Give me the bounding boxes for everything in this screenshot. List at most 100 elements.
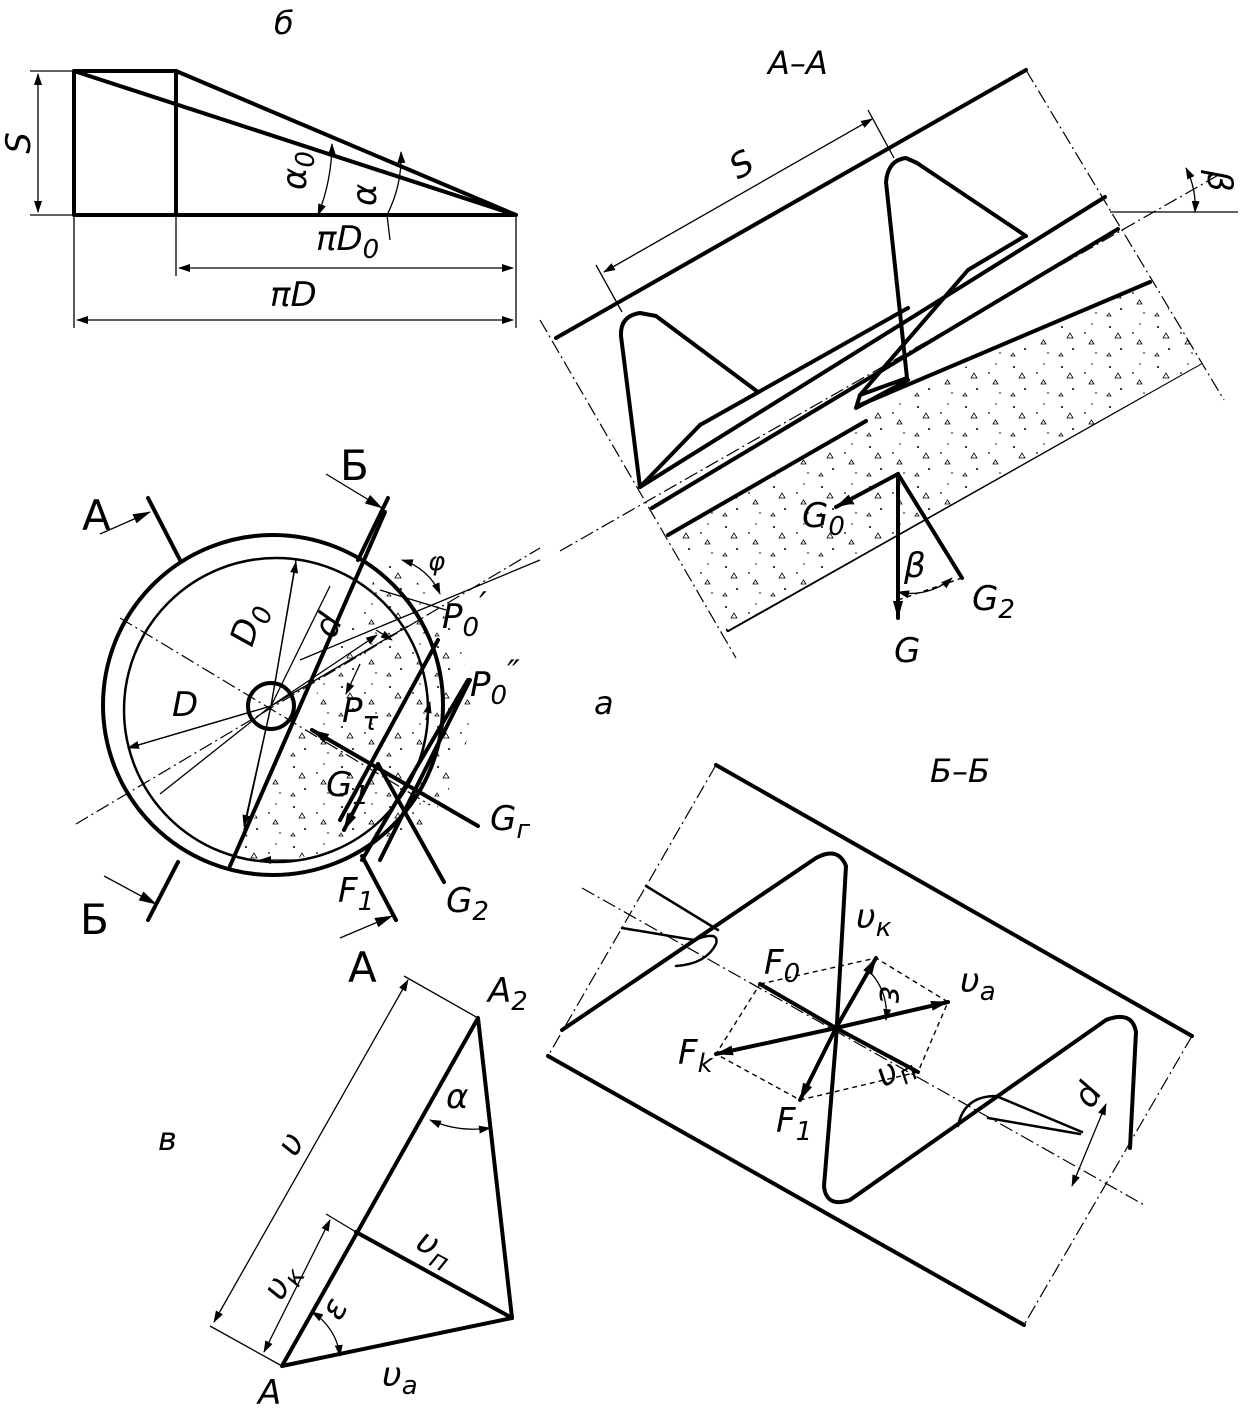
section-a-a: А–А S β — [539, 44, 1239, 671]
aa-beta-small-label: β — [903, 546, 926, 586]
bb-shaft-upper — [644, 884, 720, 932]
figure-v-velocity-triangle: в υ υк υп υa α ε A2 A — [158, 971, 528, 1413]
d0-lower-arrow — [242, 705, 272, 827]
figure-v-label: в — [158, 1120, 177, 1158]
fk-label: Fk — [678, 1033, 714, 1079]
aa-beta-small-arc — [897, 577, 953, 599]
beta-arc — [1185, 167, 1200, 213]
material-flow-arrow-2 — [423, 701, 432, 721]
material-flow-arrow-1 — [375, 629, 393, 641]
g1-label: G1 — [326, 765, 369, 811]
bb-boundary-left — [547, 764, 717, 1057]
v-label: υ — [269, 1126, 314, 1162]
s-dimension-label: S — [0, 132, 39, 154]
material-boundary-lower — [666, 419, 868, 537]
figure-b-helix-development: б S α0 α πD0 πD — [0, 4, 518, 328]
section-b-b-title: Б–Б — [930, 752, 990, 790]
eps-label-bb: ε — [871, 986, 911, 1004]
chord-line-3 — [360, 678, 470, 862]
aa-s-ext-left — [595, 264, 623, 313]
alpha0-label: α0 — [275, 151, 321, 190]
g2-vector-a — [376, 762, 446, 884]
alpha-arc-v — [429, 1119, 491, 1134]
vn-vector — [834, 1026, 920, 1074]
g-label: G — [894, 631, 920, 671]
f0-label: F0 — [764, 943, 800, 989]
bb-boundary-right — [1023, 1035, 1193, 1326]
aa-s-dimension-line — [603, 118, 873, 273]
cut-a-top-arrow — [99, 511, 151, 535]
p0pp-line — [378, 678, 472, 862]
section-b-b: Б–Б d υк υa υп ε F0 Fk F1 — [546, 752, 1194, 1327]
d-small-label: d — [306, 607, 351, 643]
p0pp-label: P0″ — [470, 653, 520, 711]
v-ext-top — [403, 975, 479, 1019]
phi-ref-line — [379, 589, 447, 611]
figure-a-label: а — [594, 684, 614, 722]
aa-beta-label: β — [1199, 169, 1239, 192]
d-arrow — [270, 634, 378, 707]
cut-a-top-label: А — [82, 491, 111, 540]
p0p-line — [299, 559, 541, 661]
vk-ext — [325, 1213, 357, 1233]
f1-vector — [798, 1026, 838, 1102]
outer-helix-line — [72, 69, 518, 217]
shaft-circle — [246, 681, 296, 731]
aa-boundary-right — [1025, 69, 1225, 401]
va-vector — [834, 1000, 950, 1030]
material-upper-right — [872, 282, 1152, 414]
g0-label: G0 — [802, 496, 845, 542]
bb-flight-left — [560, 851, 848, 1042]
g1-vector — [342, 762, 380, 832]
alpha-label: α — [345, 184, 385, 206]
alpha-v-label: α — [446, 1077, 468, 1117]
alpha0-arc — [317, 143, 336, 216]
bb-d-dimension — [1071, 1103, 1107, 1187]
vk-label: υк — [856, 897, 892, 943]
d-large-label: D — [172, 685, 198, 725]
cut-a-bottom-label: А — [348, 943, 377, 992]
d0-arrow — [270, 561, 299, 707]
flight-right — [884, 156, 1028, 380]
eps-arc-v — [311, 1311, 343, 1357]
velocity-triangle — [280, 1016, 514, 1368]
va-label: υa — [960, 961, 996, 1007]
d0-label: D0 — [223, 598, 280, 653]
g2-a-label: G2 — [446, 881, 489, 927]
gr-label: Gг — [490, 799, 530, 845]
cut-a-bottom-line — [360, 854, 398, 922]
trough-top-line — [554, 68, 1028, 340]
bb-bottom-line — [546, 1054, 1026, 1327]
chord-line-1 — [228, 510, 387, 868]
a2-label: A2 — [486, 971, 528, 1017]
aa-s-ext-right — [867, 109, 895, 159]
material-layer — [668, 282, 1202, 630]
aa-boundary-left — [539, 319, 737, 659]
bb-top-line — [714, 763, 1194, 1038]
bb-left-hub — [620, 926, 718, 968]
va-v-label: υa — [382, 1355, 418, 1401]
vk-v-label: υк — [255, 1256, 312, 1309]
vn-v-label: υп — [407, 1221, 461, 1279]
a-point-label: A — [256, 1373, 281, 1413]
centre-line-1 — [75, 547, 541, 825]
d-diameter-arrow — [127, 705, 272, 749]
v-dimension-line — [213, 979, 409, 1323]
shaft-axis — [559, 172, 1223, 552]
bb-axis — [581, 887, 1147, 1207]
pid-label: πD — [270, 275, 317, 315]
alpha-arc — [386, 151, 406, 241]
cut-b-top-label: Б — [340, 441, 369, 490]
section-a-a-title: А–А — [766, 44, 828, 82]
chord-line-2 — [338, 638, 440, 822]
material-boundary-upper — [858, 280, 1152, 407]
v-ext-bottom — [209, 1325, 283, 1367]
eps-arc-bb — [869, 971, 892, 1021]
ptau-label: Pτ — [342, 691, 379, 737]
cut-b-top-arrow — [325, 473, 383, 509]
g2-label: G2 — [972, 579, 1015, 625]
cut-b-top-line — [356, 496, 390, 562]
bb-flight-right — [822, 1015, 1138, 1205]
f0-vector — [758, 982, 838, 1030]
